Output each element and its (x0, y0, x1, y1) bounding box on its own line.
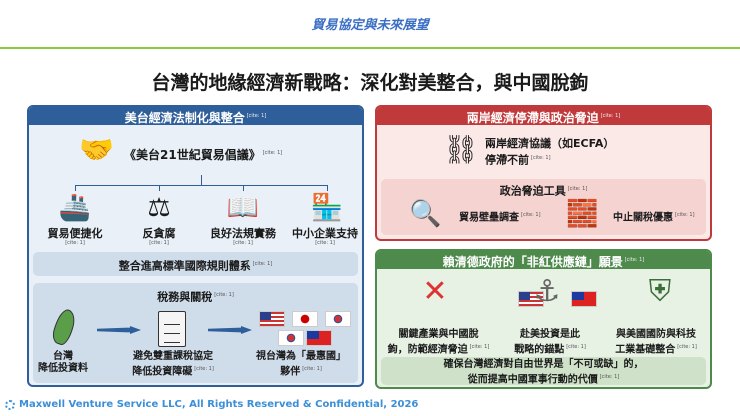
japan-flag-icon (292, 311, 318, 327)
cargo-ship-icon: 🚢 (58, 193, 92, 223)
tax-tariff-section: 稅務與關稅[cite: 1] 台灣降低投資料 避免雙重課稅協定降低投資障礙[ci… (33, 283, 358, 383)
handshake-document-icon: 🤝 (79, 133, 114, 166)
vision-item-label: 與美國國防與科技工業基礎整合[cite: 1] (615, 329, 697, 356)
ecfa-label: 兩岸經濟協議（如ECFA）停滯不前[cite: 1] (485, 137, 615, 167)
us-taiwan-integration-panel: 美台經濟法制化與整合[cite: 1] 🤝 《美台21世紀貿易倡議》[cite:… (27, 105, 364, 387)
arrow-icon (208, 326, 252, 334)
cite: [cite: 1] (246, 113, 267, 119)
coercion-tools-section: 政治脅迫工具[cite: 1] 🔍 貿易壁壘調查[cite: 1] 🧱 中止關稅… (381, 179, 706, 235)
panel-header: 兩岸經濟停滯與政治脅迫[cite: 1] (377, 107, 710, 125)
taiwan-flag-icon (571, 291, 597, 307)
vision-item-label: 關鍵產業與中國脫鉤，防範經濟脅迫[cite: 1] (387, 329, 490, 356)
brick-wall-stop-icon: 🧱 (566, 199, 599, 229)
indispensable-banner: 確保台灣經濟對自由世界是「不可或缺」的，從而提高中國軍事行動的代價[cite: … (381, 357, 706, 385)
document-icon (158, 311, 186, 347)
broken-chain-icon: ⛓ (443, 133, 479, 166)
pillar-label: 中小企業支持[cite: 1] (292, 227, 358, 247)
standards-banner: 整合進高標準國際規則體系[cite: 1] (33, 252, 358, 276)
tree-connector (75, 185, 76, 191)
initiative-label: 《美台21世紀貿易倡議》[cite: 1] (124, 148, 283, 162)
panel-header: 賴清德政府的「非紅供應鏈」願景[cite: 1] (377, 251, 710, 269)
pillar-label: 良好法規實務[cite: 1] (210, 227, 276, 247)
tool-label: 貿易壁壘調查[cite: 1] (459, 212, 541, 224)
pillar-label: 貿易便捷化[cite: 1] (47, 227, 103, 247)
arrow-icon (97, 326, 141, 334)
panel-title: 賴清德政府的「非紅供應鏈」願景 (442, 255, 623, 269)
tree-connector (327, 185, 328, 191)
panel-title: 兩岸經濟停滯與政治脅迫 (466, 111, 599, 125)
cross-strait-panel: 兩岸經濟停滯與政治脅迫[cite: 1] ⛓ 兩岸經濟協議（如ECFA）停滯不前… (375, 105, 712, 241)
panel-header: 美台經濟法制化與整合[cite: 1] (29, 107, 362, 125)
us-flag-icon (259, 311, 285, 327)
tax-title: 稅務與關稅[cite: 1] (157, 290, 234, 304)
step-label: 台灣降低投資料 (38, 351, 88, 374)
china-map-broken-chain-icon: ✕ (422, 274, 448, 309)
vision-item-label: 赴美投資是此戰略的錨點[cite: 1] (514, 329, 586, 356)
panel-title: 美台經濟法制化與整合 (124, 111, 245, 125)
shield-gears-icon: ⛨ (648, 274, 672, 309)
book-gear-icon: 📖 (226, 193, 260, 223)
gavel-money-icon: ⚖ (147, 193, 171, 223)
tool-label: 中止關稅優惠[cite: 1] (613, 212, 695, 224)
taiwan-map-icon (49, 307, 79, 347)
tree-connector (75, 185, 327, 186)
divider (0, 47, 740, 49)
us-flag-icon (518, 291, 544, 307)
pillar-label: 反貪腐[cite: 1] (142, 227, 176, 247)
anchor-icon: ⚓ (533, 274, 561, 309)
shop-hand-icon: 🏪 (310, 193, 344, 223)
footer-text: Maxwell Venture Service LLC, All Rights … (19, 399, 419, 410)
magnifier-barrier-icon: 🔍 (409, 199, 442, 229)
tools-title: 政治脅迫工具[cite: 1] (499, 184, 588, 198)
korea-flag-icon (278, 330, 304, 346)
page-title: 台灣的地緣經濟新戰略：深化對美整合，與中國脫鉤 (151, 72, 589, 94)
company-logo-icon (5, 400, 15, 410)
step-label: 視台灣為「最惠國」夥伴[cite: 1] (256, 351, 346, 378)
non-red-supply-chain-panel: 賴清德政府的「非紅供應鏈」願景[cite: 1] ✕ ⚓ ⛨ 關鍵產業與中國脫鉤… (375, 249, 712, 389)
tree-connector (201, 175, 202, 185)
tree-connector (159, 185, 160, 191)
step-label: 避免雙重課稅協定降低投資障礙[cite: 1] (132, 351, 214, 378)
tree-connector (243, 185, 244, 191)
taiwan-flag-icon (306, 330, 332, 346)
flag-icon (325, 311, 351, 327)
section-title: 貿易協定與未來展望 (311, 18, 429, 33)
